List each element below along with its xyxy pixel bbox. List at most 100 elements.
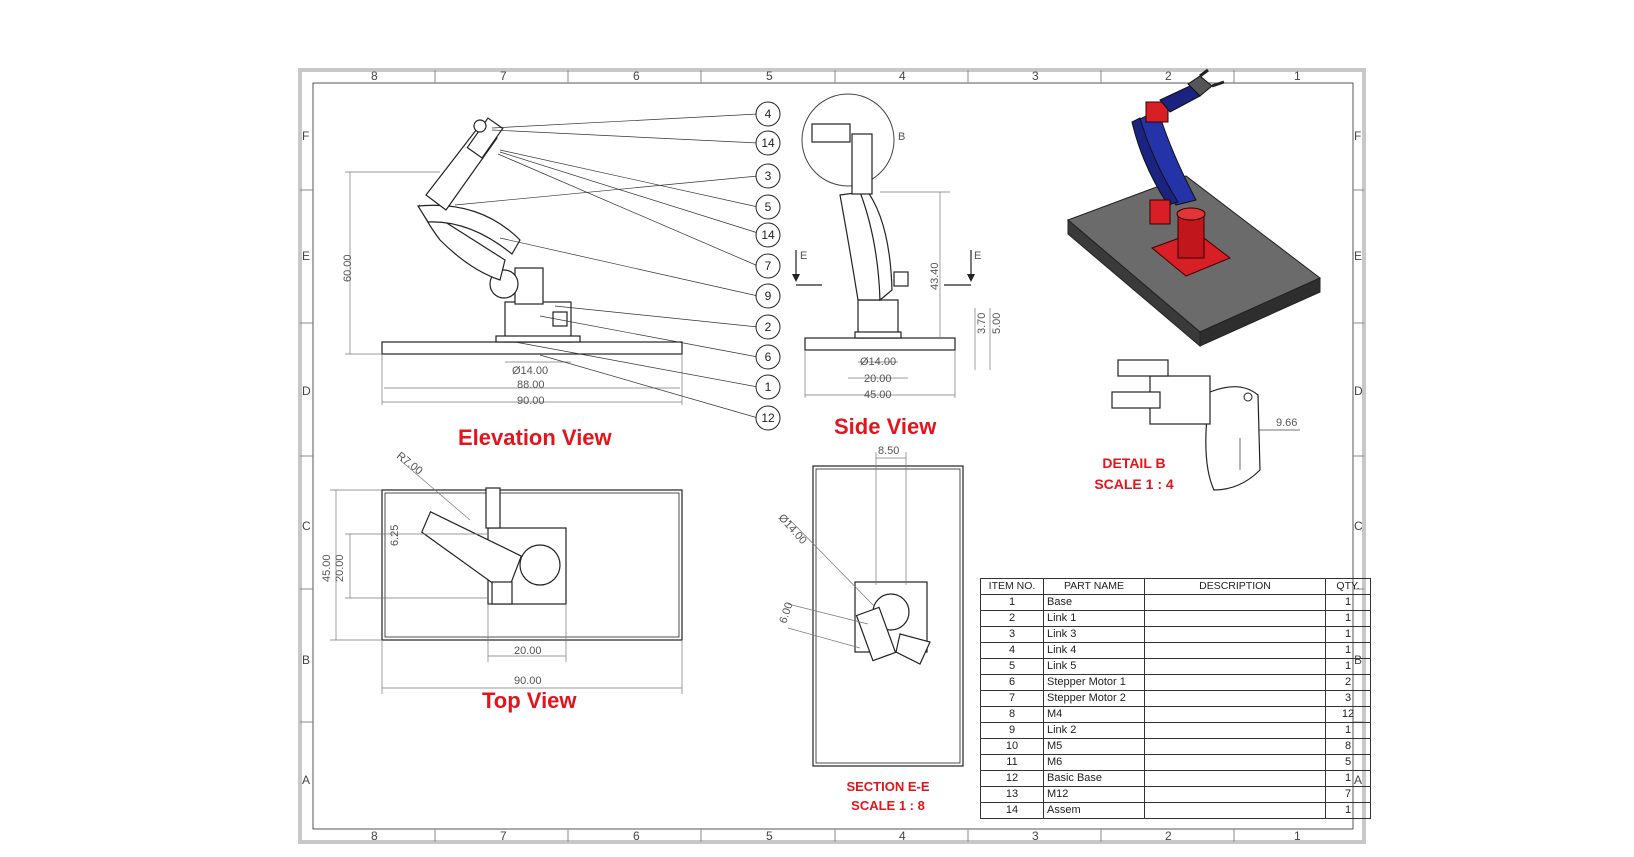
zone-labels-left: F E D C B A <box>302 129 311 787</box>
section-mark-left: E <box>800 250 807 262</box>
bom-desc <box>1144 610 1326 627</box>
balloon[interactable]: 1 <box>755 374 781 400</box>
zone-labels-top: 8 7 6 5 4 3 2 1 <box>371 69 1301 83</box>
zone-col-label: 5 <box>766 829 773 843</box>
dim-section-bore: Ø14.00 <box>776 512 809 547</box>
bom-name: Assem <box>1043 802 1145 819</box>
bom-desc <box>1144 722 1326 739</box>
elevation-view: 60.00 Ø14.00 88.00 90.00 Elevation View <box>342 117 683 450</box>
bom-desc <box>1144 674 1326 691</box>
bom-item: 12 <box>980 770 1044 787</box>
svg-text:14: 14 <box>761 136 775 150</box>
bom-item: 7 <box>980 690 1044 707</box>
bom-item: 8 <box>980 706 1044 723</box>
bom-qty: 1 <box>1325 658 1371 675</box>
isometric-view <box>1067 68 1321 348</box>
zone-col-label: 2 <box>1165 829 1172 843</box>
dim-side-height: 43.40 <box>929 262 941 290</box>
bom-name: Base <box>1043 594 1145 611</box>
bom-qty: 5 <box>1325 754 1371 771</box>
balloon[interactable]: 9 <box>755 283 781 309</box>
balloon-leaders <box>454 113 759 419</box>
section-mark-right: E <box>974 250 981 262</box>
section-ee-view: 8.50 Ø14.00 6.00 SECTION E-E SCALE 1 : 8 <box>776 445 964 813</box>
zone-row-label: D <box>1354 384 1363 398</box>
bom-header-qty: QTY. <box>1325 578 1371 595</box>
bom-desc <box>1144 770 1326 787</box>
bom-desc <box>1144 706 1326 723</box>
svg-text:4: 4 <box>765 107 772 121</box>
balloon[interactable]: 12 <box>755 405 781 431</box>
bom-name: Link 2 <box>1043 722 1145 739</box>
dim-top-offset: 6.25 <box>389 525 401 546</box>
bom-name: Link 1 <box>1043 610 1145 627</box>
bom-item: 2 <box>980 610 1044 627</box>
bom-desc <box>1144 642 1326 659</box>
bom-name: Stepper Motor 1 <box>1043 674 1145 691</box>
zone-col-label: 6 <box>633 829 640 843</box>
balloon[interactable]: 3 <box>755 163 781 189</box>
svg-text:7: 7 <box>765 259 772 273</box>
bom-name: M6 <box>1043 754 1145 771</box>
bom-qty: 1 <box>1325 770 1371 787</box>
svg-text:14: 14 <box>761 228 775 242</box>
bom-qty: 1 <box>1325 802 1371 819</box>
bom-header-desc: DESCRIPTION <box>1144 578 1326 595</box>
section-ee-title: SECTION E-E <box>846 779 929 794</box>
bom-item: 5 <box>980 658 1044 675</box>
bom-item: 6 <box>980 674 1044 691</box>
balloons: 4 14 3 5 14 7 9 2 6 1 12 <box>755 101 781 431</box>
zone-row-label: C <box>1354 519 1363 533</box>
bom-item: 4 <box>980 642 1044 659</box>
balloon[interactable]: 5 <box>755 194 781 220</box>
zone-col-label: 8 <box>371 829 378 843</box>
zone-row-label: E <box>1354 249 1362 263</box>
zone-col-label: 7 <box>500 69 507 83</box>
bom-desc <box>1144 802 1326 819</box>
zone-col-label: 2 <box>1165 69 1172 83</box>
balloon[interactable]: 7 <box>755 253 781 279</box>
top-view: 45.00 20.00 6.25 R7.00 20.00 90.00 Top V… <box>321 450 683 713</box>
bom-name: Link 4 <box>1043 642 1145 659</box>
dim-height: 60.00 <box>342 254 354 282</box>
bom-name: Link 3 <box>1043 626 1145 643</box>
balloon[interactable]: 6 <box>755 344 781 370</box>
dim-section-top: 8.50 <box>878 445 899 457</box>
bom-desc <box>1144 658 1326 675</box>
dim-top-len-inner: 20.00 <box>514 645 542 657</box>
zone-col-label: 3 <box>1032 829 1039 843</box>
zone-row-label: C <box>302 519 311 533</box>
zone-row-label: D <box>302 384 311 398</box>
dim-top-inner-w: 20.00 <box>334 554 346 582</box>
dim-side-plate: 3.70 <box>976 313 988 334</box>
zone-col-label: 4 <box>899 829 906 843</box>
dim-base-inner: 88.00 <box>517 379 545 391</box>
detail-b-title: DETAIL B <box>1102 455 1165 471</box>
bom-item: 10 <box>980 738 1044 755</box>
zone-col-label: 8 <box>371 69 378 83</box>
zone-row-label: F <box>302 129 309 143</box>
bom-desc <box>1144 594 1326 611</box>
svg-text:6: 6 <box>765 350 772 364</box>
balloon[interactable]: 14 <box>755 222 781 248</box>
dim-section-small: 6.00 <box>777 601 795 625</box>
balloon[interactable]: 4 <box>755 101 781 127</box>
bom-qty: 1 <box>1325 610 1371 627</box>
balloon[interactable]: 14 <box>755 130 781 156</box>
bom-item: 3 <box>980 626 1044 643</box>
zone-col-label: 3 <box>1032 69 1039 83</box>
dim-top-width: 45.00 <box>321 554 333 582</box>
bom-name: M5 <box>1043 738 1145 755</box>
zone-col-label: 1 <box>1294 829 1301 843</box>
zone-ticks <box>300 70 1364 842</box>
balloon[interactable]: 2 <box>755 314 781 340</box>
bom-name: M4 <box>1043 706 1145 723</box>
dim-side-bore: Ø14.00 <box>860 356 896 368</box>
